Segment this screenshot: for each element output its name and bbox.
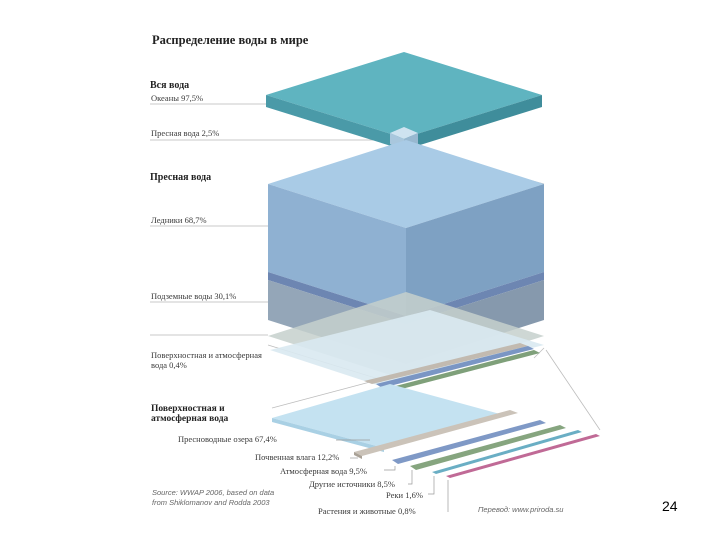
lakes-slab [272,384,500,452]
leader-lines [336,439,449,512]
page-number: 24 [662,498,678,514]
fresh-water-percent-label: Пресная вода 2,5% [151,128,220,138]
surface-atmo-heading: Поверхностная и атмосферная вода [151,404,229,424]
surface-atmo-label: Поверхностная и атмосферная вода 0,4% [151,350,262,370]
soil-strip [354,410,518,459]
atmospheric-water-label: Атмосферная вода 9,5% [280,466,367,476]
life-strip [446,434,600,478]
source-note: Source: WWAP 2006, based on data from Sh… [152,488,275,507]
atmo-strip [392,420,546,464]
label-rules [150,103,388,336]
ocean-slab [266,52,542,150]
other-sources-label: Другие источники 8,5% [309,479,395,489]
all-water-heading: Вся вода [150,80,190,91]
soil-moisture-label: Почвенная влага 12,2% [255,452,340,462]
fresh-water-heading: Пресная вода [150,172,212,183]
oceans-label: Океаны 97,5% [151,93,204,103]
other-strip [410,425,566,470]
translation-credit: Перевод: www.priroda.su [478,505,564,514]
rivers-label: Реки 1,6% [386,490,423,500]
diagram-title: Распределение воды в мире [152,33,309,47]
rivers-strip [432,430,582,474]
groundwater-label: Подземные воды 30,1% [151,291,237,301]
lakes-label: Пресноводные озера 67,4% [178,434,277,444]
glaciers-label: Ледники 68,7% [151,215,207,225]
plants-animals-label: Растения и животные 0,8% [318,506,416,516]
surface-small-strips [364,343,540,392]
